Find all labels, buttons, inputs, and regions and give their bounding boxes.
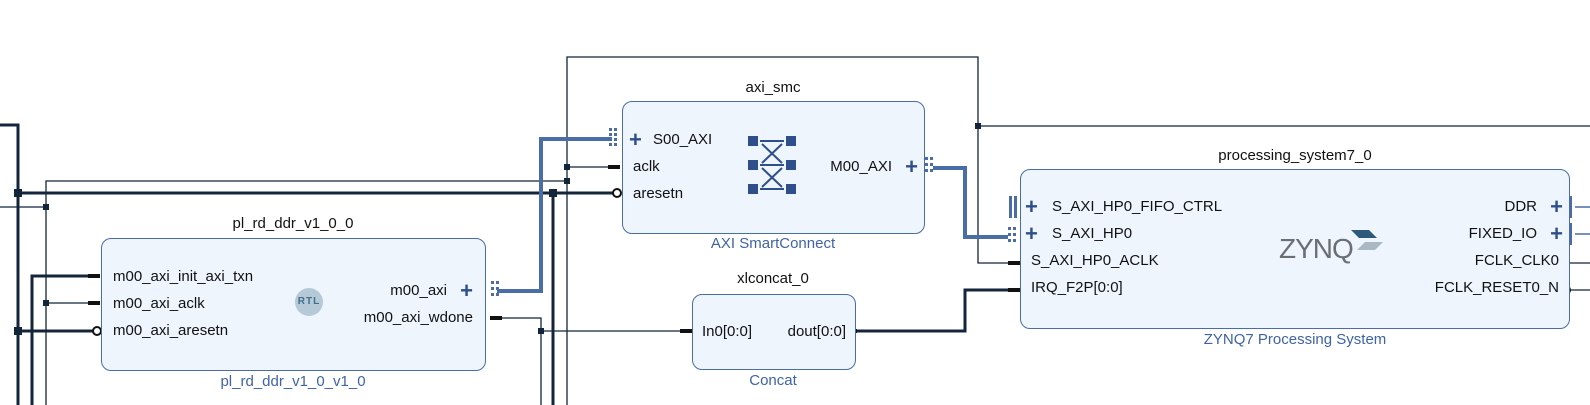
axi-smc-instance-name: axi_smc: [745, 79, 801, 96]
expand-plus-icon[interactable]: +: [905, 154, 918, 179]
expand-plus-icon[interactable]: +: [1550, 221, 1563, 246]
port-fclk-clk0[interactable]: FCLK_CLK0: [1474, 252, 1559, 269]
expand-plus-icon[interactable]: +: [1550, 194, 1563, 219]
ps7-block[interactable]: + S_AXI_HP0_FIFO_CTRL + S_AXI_HP0 S_AXI_…: [1020, 169, 1570, 329]
xlconcat-ip-name: Concat: [749, 372, 797, 389]
axi-smc-ip-name: AXI SmartConnect: [710, 235, 836, 252]
net-outer-loop: [566, 56, 1020, 405]
zynq-logo-icon: [1351, 230, 1383, 250]
expand-plus-icon[interactable]: +: [629, 127, 642, 152]
bus-m00axi-to-s00axi: [497, 137, 612, 293]
port-in0[interactable]: In0[0:0]: [702, 323, 753, 340]
axi-smc-block[interactable]: + S00_AXI aclk aresetn M00_AXI +: [622, 101, 925, 234]
port-aclk[interactable]: aclk: [633, 158, 660, 175]
port-s-axi-hp0[interactable]: S_AXI_HP0: [1052, 225, 1133, 242]
net-ddr-stub: [1575, 206, 1590, 235]
expand-plus-icon[interactable]: +: [1025, 194, 1038, 219]
port-s-axi-hp0-fifo-ctrl[interactable]: S_AXI_HP0_FIFO_CTRL: [1052, 198, 1223, 215]
port-fclk-reset0-n[interactable]: FCLK_RESET0_N: [1434, 279, 1559, 296]
port-m00-axi[interactable]: m00_axi: [390, 282, 447, 299]
port-m00-axi-wdone[interactable]: m00_axi_wdone: [363, 309, 473, 326]
port-dout[interactable]: dout[0:0]: [787, 323, 846, 340]
net-irq: [857, 288, 1020, 333]
pl-rd-ddr-ip-name: pl_rd_ddr_v1_0_v1_0: [220, 373, 366, 390]
port-s00-axi[interactable]: S00_AXI: [653, 131, 713, 148]
port-s-axi-hp0-aclk[interactable]: S_AXI_HP0_ACLK: [1031, 252, 1159, 269]
xlconcat-instance-name: xlconcat_0: [737, 270, 809, 287]
port-m00-axi-out[interactable]: M00_AXI: [830, 158, 892, 175]
ps7-instance-name: processing_system7_0: [1218, 147, 1372, 164]
smartconnect-crossbar-icon: [748, 136, 796, 194]
net-wdone: [490, 317, 542, 405]
expand-plus-icon[interactable]: +: [460, 278, 473, 303]
net-reset-main: [0, 123, 20, 405]
port-fixed-io[interactable]: FIXED_IO: [1468, 225, 1537, 242]
net-init-txn: [30, 274, 100, 405]
port-irq-f2p[interactable]: IRQ_F2P[0:0]: [1031, 279, 1123, 296]
port-ddr[interactable]: DDR: [1504, 198, 1538, 215]
ps7-ip-name: ZYNQ7 Processing System: [1203, 331, 1387, 348]
port-m00-axi-aclk[interactable]: m00_axi_aclk: [113, 295, 205, 312]
zynq-logo: ZYNQ: [1279, 233, 1354, 264]
expand-plus-icon[interactable]: +: [1025, 221, 1038, 246]
bus-m00axi-to-hp0: [933, 166, 1008, 239]
rtl-badge-icon: RTL: [295, 288, 323, 316]
port-aresetn[interactable]: aresetn: [633, 185, 684, 202]
pl-rd-ddr-block[interactable]: m00_axi_init_axi_txn m00_axi_aclk m00_ax…: [101, 238, 486, 371]
xlconcat-block[interactable]: In0[0:0] dout[0:0]: [692, 294, 856, 370]
pl-rd-ddr-instance-name: pl_rd_ddr_v1_0_0: [232, 215, 354, 232]
port-m00-axi-aresetn[interactable]: m00_axi_aresetn: [113, 322, 229, 339]
port-m00-axi-init-axi-txn[interactable]: m00_axi_init_axi_txn: [113, 268, 254, 285]
